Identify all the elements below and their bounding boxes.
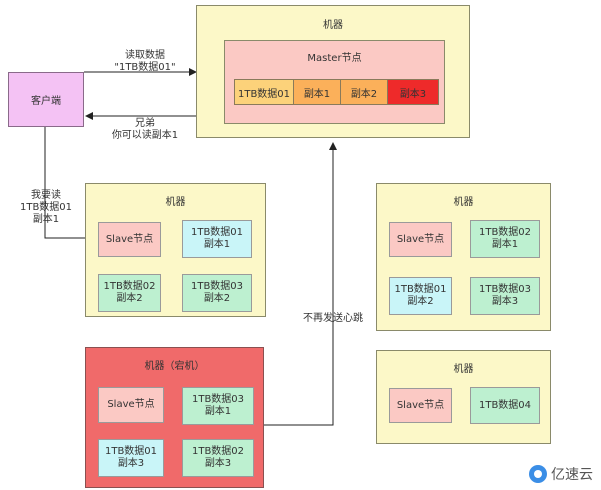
- machine-c-slave-node: Slave节点: [389, 388, 452, 423]
- machine-b-slave-node: Slave节点: [389, 222, 452, 257]
- heartbeat-line: [264, 142, 337, 426]
- top-machine-title: 机器: [323, 20, 343, 31]
- master-segments: 1TB数据01 副本1 副本2 副本3: [234, 79, 439, 105]
- read-replica-arrow: [44, 127, 97, 242]
- client-node: 客户端: [8, 72, 84, 127]
- watermark: 亿速云: [529, 464, 593, 484]
- heartbeat-label: 不再发送心跳: [303, 313, 363, 324]
- cloud-logo-icon: [529, 465, 547, 483]
- read-request-label: 读取数据 "1TB数据01": [114, 50, 176, 73]
- machine-down-title: 机器（宕机）: [144, 361, 205, 372]
- master-node: Master节点 1TB数据01 副本1 副本2 副本3: [224, 40, 445, 124]
- machine-down-slave-node: Slave节点: [98, 387, 164, 423]
- master-node-title: Master节点: [307, 53, 362, 64]
- segment-replica2: 副本2: [340, 79, 388, 105]
- top-machine: 机器 Master节点 1TB数据01 副本1 副本2 副本3: [196, 5, 470, 138]
- machine-a-slave-node: Slave节点: [98, 222, 161, 257]
- machine-c-title: 机器: [453, 364, 474, 375]
- reply-label: 兄弟 你可以读副本1: [111, 118, 179, 141]
- machine-c: 机器 Slave节点 1TB数据04: [376, 350, 551, 444]
- machine-b-title: 机器: [453, 197, 474, 208]
- segment-replica3: 副本3: [387, 79, 439, 105]
- segment-replica1: 副本1: [293, 79, 341, 105]
- client-label: 客户端: [31, 96, 61, 107]
- machine-c-data04: 1TB数据04: [470, 387, 540, 424]
- watermark-text: 亿速云: [551, 467, 593, 483]
- segment-data01: 1TB数据01: [234, 79, 294, 105]
- machine-a-title: 机器: [165, 197, 186, 208]
- read-replica-label: 我要读 1TB数据01 副本1: [19, 190, 73, 225]
